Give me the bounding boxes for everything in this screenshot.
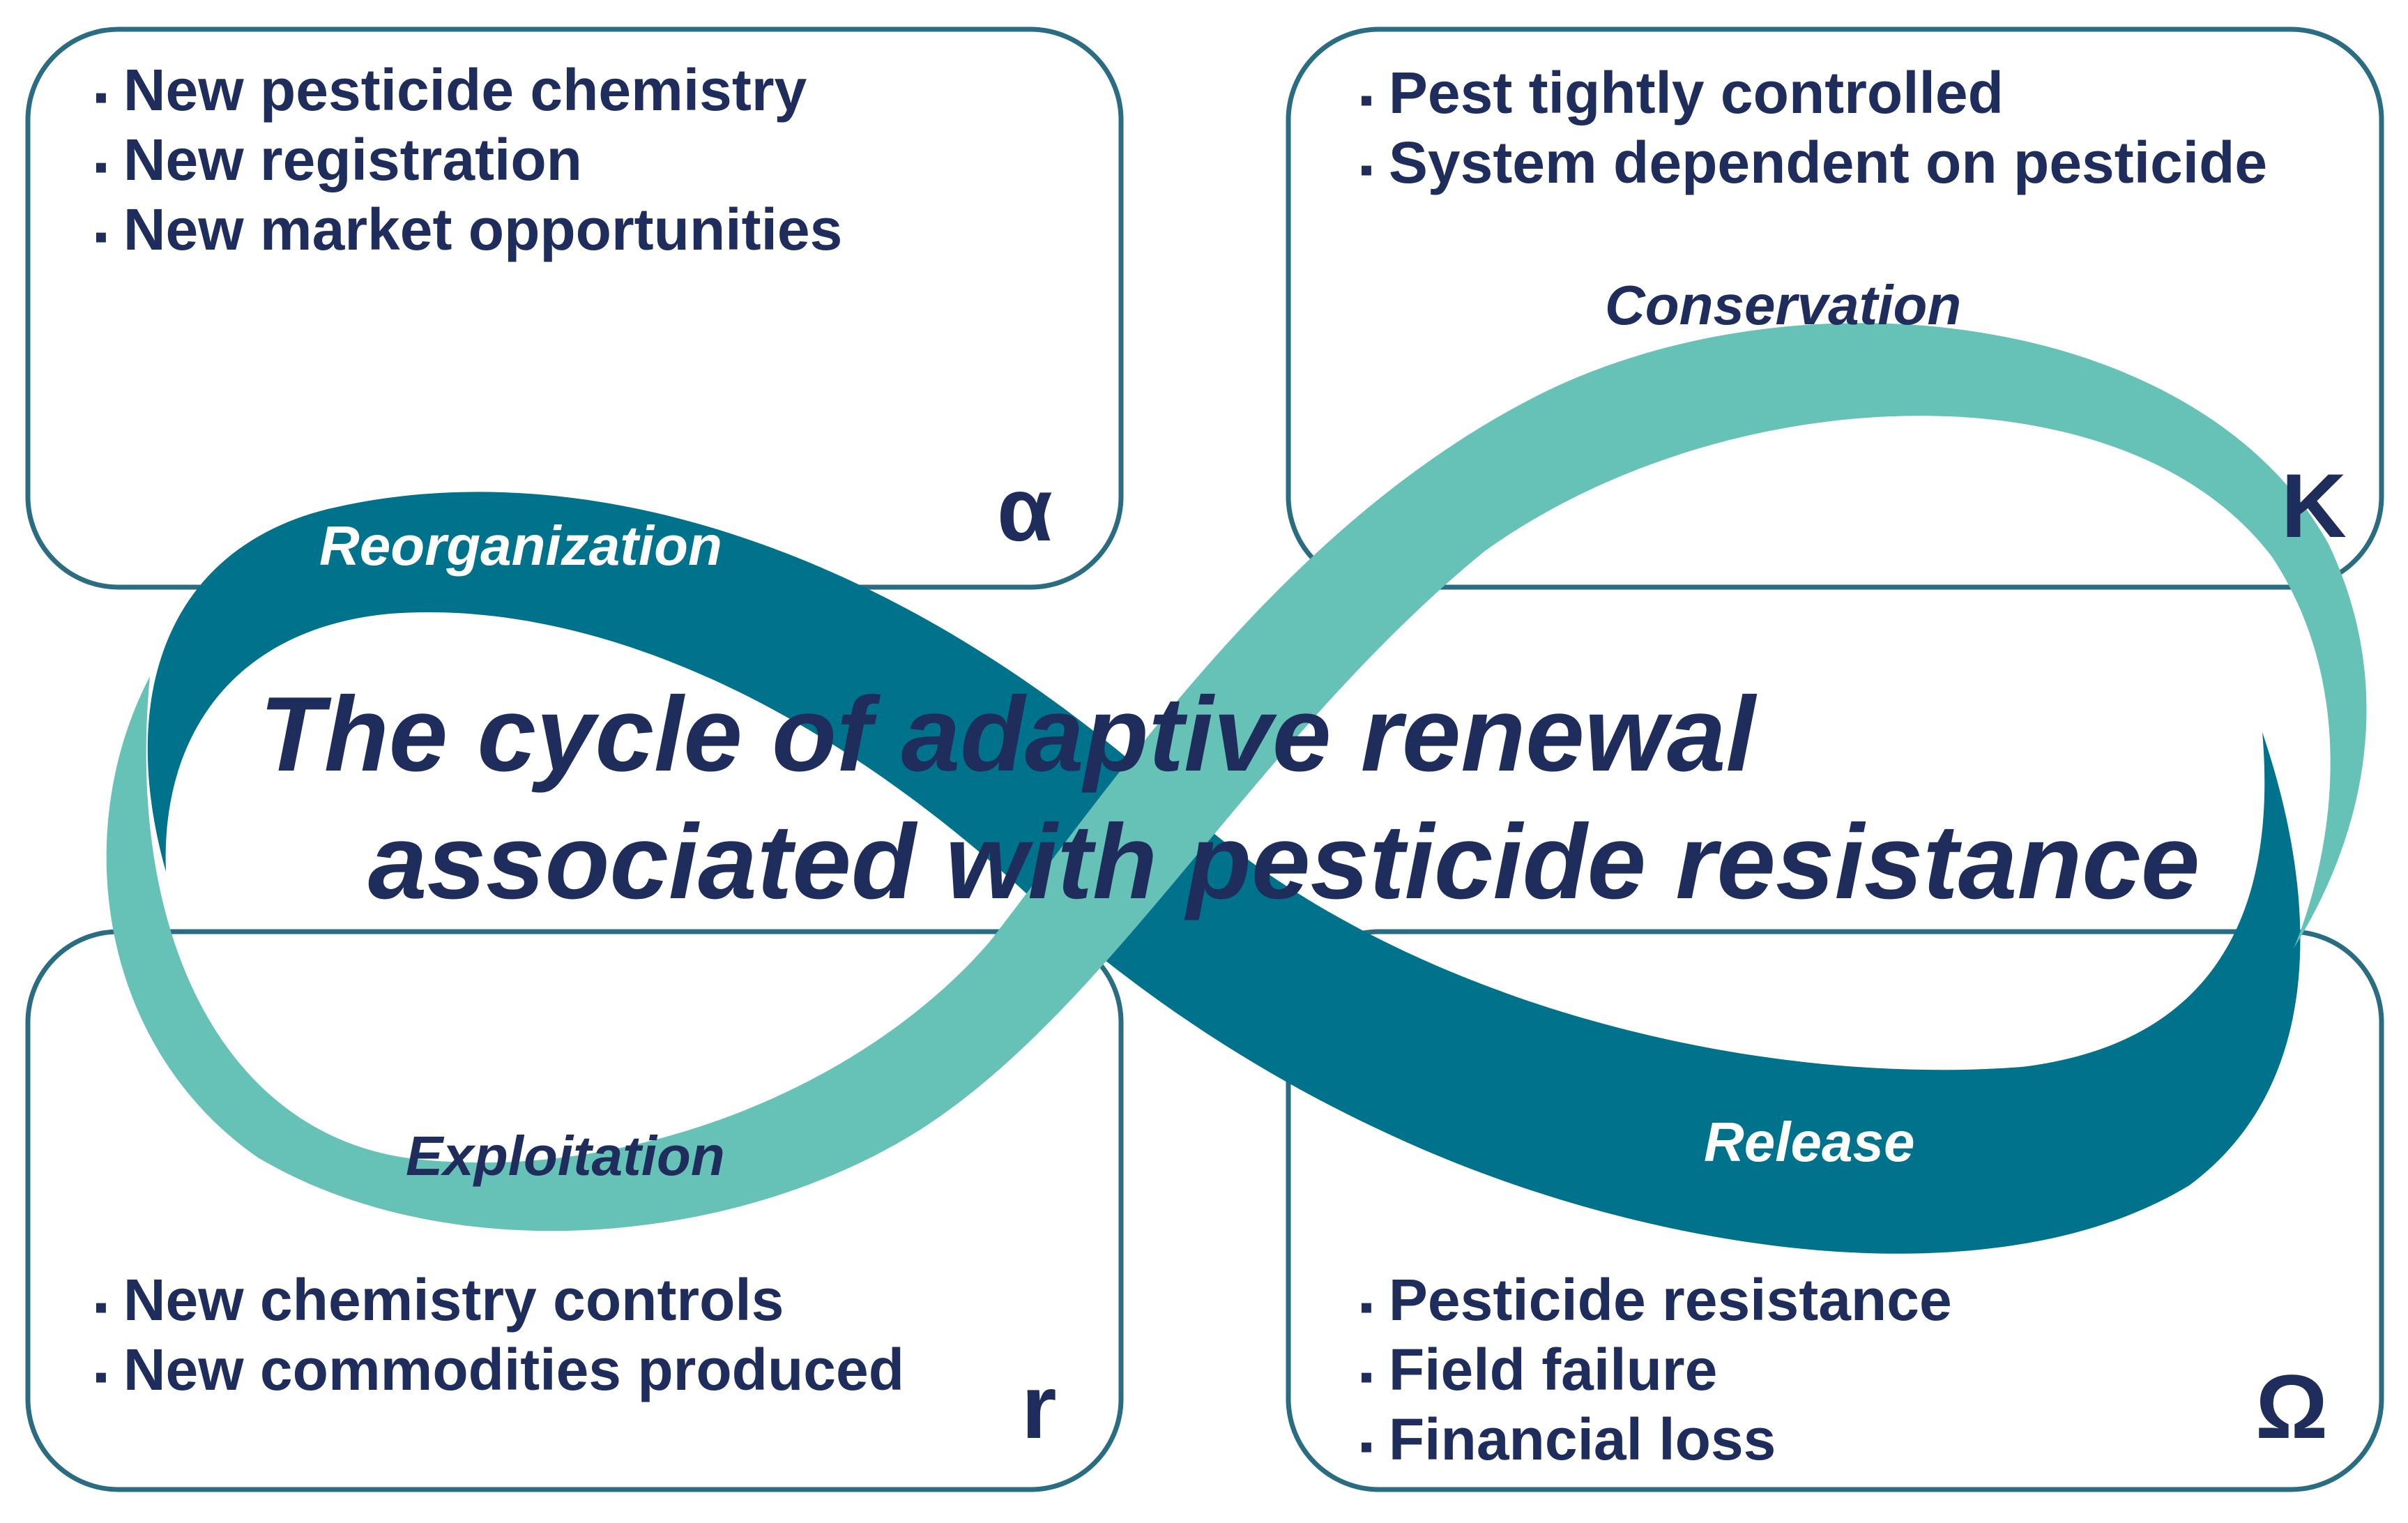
exploitation-conservation-ribbon [106,323,2367,1232]
list-item: ▪New market opportunities [94,197,842,262]
list-item: ▪Pesticide resistance [1359,1267,1952,1333]
k-box [1286,26,2384,590]
omega-symbol: Ω [2255,1356,2328,1457]
bullet-marker-icon: ▪ [94,1354,108,1398]
r-box [25,929,1124,1492]
bullet-marker-icon: ▪ [94,1285,108,1328]
title-line-1: The cycle of adaptive renewal [259,675,1758,794]
bullet-marker-icon: ▪ [1359,1285,1373,1328]
bullet-marker-icon: ▪ [94,144,108,188]
list-item: ▪Pest tightly controlled [1359,60,2004,126]
phase-label-release: Release [1704,1111,1914,1173]
k-symbol: K [2281,455,2347,556]
alpha-bullet-list: ▪New pesticide chemistry ▪New registrati… [94,57,842,262]
omega-bullet-list: ▪Pesticide resistance ▪Field failure ▪Fi… [1359,1267,1952,1472]
alpha-symbol: α [997,458,1053,560]
list-item: ▪New commodities produced [94,1337,904,1402]
list-item: ▪Financial loss [1359,1407,1776,1472]
r-bullet-list: ▪New chemistry controls ▪New commodities… [94,1267,904,1402]
phase-label-reorganization: Reorganization [319,515,722,577]
bullet-marker-icon: ▪ [94,75,108,119]
phase-label-exploitation: Exploitation [406,1125,725,1187]
list-item: ▪Field failure [1359,1337,1717,1402]
omega-box [1286,929,2384,1492]
bullet-marker-icon: ▪ [94,214,108,258]
list-item: ▪New chemistry controls [94,1267,784,1333]
list-item: ▪System dependent on pesticide [1359,130,2267,195]
r-symbol: r [1021,1356,1057,1457]
list-item: ▪New pesticide chemistry [94,57,807,123]
bullet-marker-icon: ▪ [1359,77,1373,121]
k-bullet-list: ▪Pest tightly controlled ▪System depende… [1359,60,2267,195]
title-line-2: associated with pesticide resistance [368,803,2200,921]
bullet-marker-icon: ▪ [1359,1424,1373,1468]
phase-label-conservation: Conservation [1605,274,1961,336]
list-item: ▪New registration [94,127,582,192]
bullet-marker-icon: ▪ [1359,1354,1373,1398]
release-ribbon [147,492,2301,1254]
bullet-marker-icon: ▪ [1359,147,1373,191]
